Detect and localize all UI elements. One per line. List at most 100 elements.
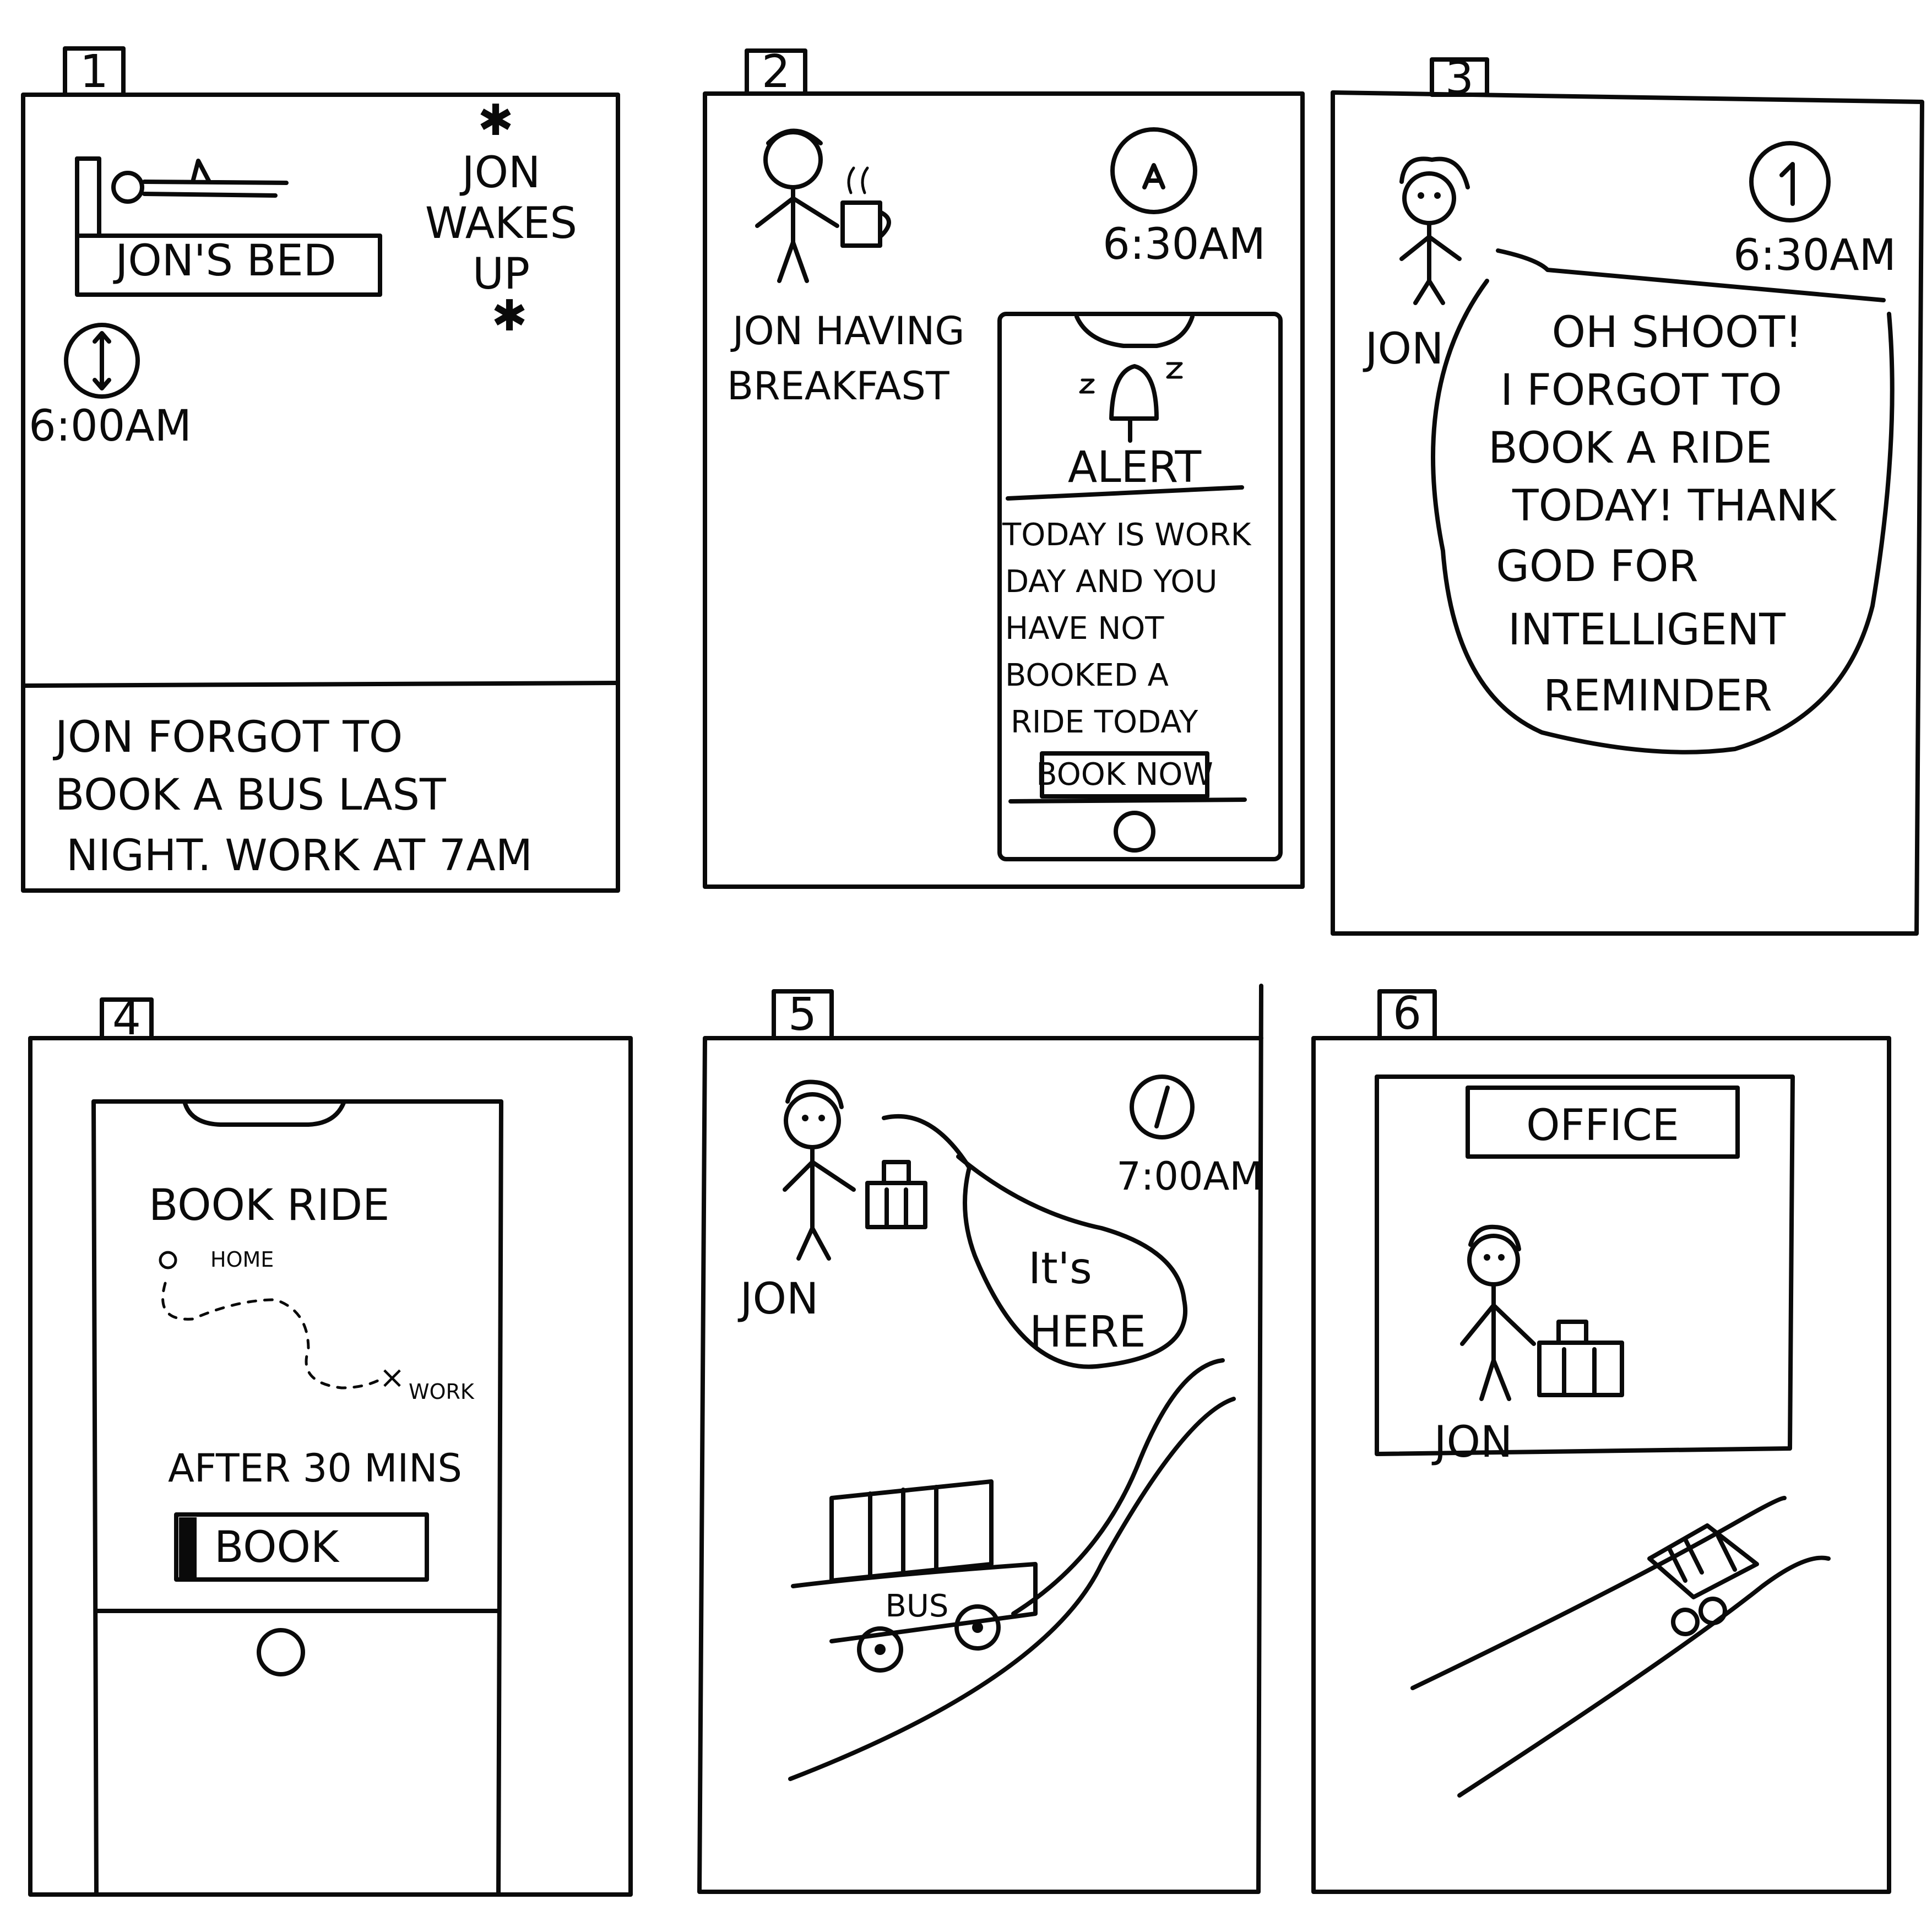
alert-title: ALERT [1068, 443, 1202, 492]
speech-bubble [882, 1114, 1188, 1369]
book-now-button[interactable]: BOOK NOW [1036, 751, 1213, 799]
bus-illustration [791, 1479, 1038, 1673]
origin-label: HOME [210, 1247, 274, 1272]
panel-1-time: 6:00AM [29, 401, 192, 451]
bed-illustration [75, 156, 382, 297]
office-sign [1466, 1086, 1740, 1159]
bell-icon [1079, 362, 1183, 443]
panel-4-number-tab [100, 997, 154, 1040]
origin-pin-icon [159, 1251, 177, 1269]
clock-icon [64, 323, 140, 399]
alert-divider [1006, 485, 1244, 501]
alert-message-line-1: TODAY IS WORK [1002, 517, 1252, 553]
panel-2-scene-line-2: BREAKFAST [727, 363, 949, 409]
speech-bubble [1431, 248, 1895, 755]
caption-line-1: JON FORGOT TO [52, 713, 403, 762]
panel-5-number: 5 [788, 989, 817, 1041]
panel-3-number-tab [1430, 57, 1489, 97]
book-button[interactable]: BOOK [174, 1512, 429, 1582]
bag-icon [865, 1160, 927, 1229]
bus-label: BUS [886, 1588, 949, 1624]
panel-2-number: 2 [762, 46, 790, 98]
phone-mockup [91, 1099, 503, 1897]
panel-1: 1 JON'S BED ✱ JON WAKES UP ✱ 6:00AM JON … [21, 46, 620, 893]
alert-message-line-2: DAY AND YOU [1005, 564, 1217, 600]
route-map: × [159, 1251, 405, 1396]
clock-icon [1110, 127, 1197, 214]
caption-line-2: BOOK A BUS LAST [55, 770, 446, 820]
panel-6-frame [1311, 1036, 1891, 1894]
book-button-fill [179, 1517, 197, 1578]
jon-figure [783, 1079, 856, 1261]
speech-line-2: I FORGOT TO [1500, 366, 1782, 415]
speech-line-2: HERE [1029, 1307, 1146, 1357]
panel-6-number-tab [1377, 989, 1437, 1040]
speech-line-1: OH SHOOT! [1552, 308, 1803, 357]
timing-label: AFTER 30 MINS [168, 1446, 462, 1491]
screen-title: BOOK RIDE [149, 1181, 389, 1230]
panel-3-frame [1331, 90, 1924, 936]
star-icon: ✱ [477, 96, 513, 145]
clock-icon [1130, 1074, 1195, 1139]
clock-icon [1749, 141, 1831, 222]
book-now-label: BOOK NOW [1036, 757, 1213, 793]
road [788, 1358, 1236, 1781]
panel-3: 3 JON 6:30AM OH SHOOT! I FORGOT TO BOOK … [1331, 52, 1924, 936]
alert-message-line-4: BOOKED A [1005, 658, 1169, 693]
speech-line-5: GOD FOR [1496, 542, 1698, 591]
star-icon: ✱ [491, 291, 527, 341]
panel-2: 2 JON HAVING BREAKFAST 6:30AM [703, 46, 1305, 889]
panel-5-number-tab [772, 989, 834, 1040]
panel-2-number-tab [745, 48, 807, 96]
speech-line-3: BOOK A RIDE [1488, 424, 1772, 473]
panel-6: 6 OFFICE JON [1311, 987, 1891, 1894]
office-room [1375, 1074, 1795, 1456]
panel-3-character: JON [1363, 324, 1444, 374]
panel-6-character: JON [1431, 1418, 1513, 1467]
panel-1-number: 1 [80, 46, 108, 98]
home-button[interactable] [257, 1628, 305, 1676]
bed-label: JON'S BED [112, 236, 336, 286]
destination-label: WORK [409, 1380, 475, 1404]
panel-1-frame [21, 93, 620, 893]
panel-4-frame [28, 1036, 633, 1897]
speech-line-4: TODAY! THANK [1512, 481, 1837, 531]
wakes-up-line-1: JON [459, 148, 541, 198]
destination-x-icon: × [379, 1360, 405, 1396]
bag-icon [1537, 1320, 1624, 1397]
coffee-mug-icon [840, 166, 891, 248]
panel-4-number: 4 [112, 993, 141, 1045]
panel-2-scene-line-1: JON HAVING [730, 308, 965, 354]
wakes-up-line-3: UP [473, 249, 530, 299]
jon-figure [1460, 1224, 1536, 1401]
panel-2-frame [703, 91, 1305, 889]
jon-figure [755, 128, 839, 283]
panel-5-frame [697, 984, 1263, 1894]
alert-message-line-5: RIDE TODAY [1011, 704, 1198, 740]
panel-3-number: 3 [1445, 52, 1474, 105]
caption-line-3: NIGHT. WORK AT 7AM [66, 831, 533, 881]
speech-line-6: INTELLIGENT [1508, 605, 1786, 655]
alert-message-line-3: HAVE NOT [1005, 611, 1164, 647]
panel-5-character: JON [737, 1274, 819, 1324]
speech-line-1: It's [1028, 1244, 1092, 1294]
panel-5: 5 JON 7:00AM It's HERE [697, 984, 1263, 1894]
panel-4: 4 BOOK RIDE × HOME WORK AFTER 30 MINS BO… [28, 993, 633, 1897]
book-button-label: BOOK [214, 1523, 340, 1572]
panel-1-number-tab [63, 46, 126, 97]
phone-mockup [997, 312, 1283, 861]
caption-divider [22, 681, 619, 688]
panel-6-number: 6 [1393, 987, 1421, 1040]
sleeping-jon-head [111, 171, 144, 204]
jon-figure [1399, 156, 1470, 305]
panel-2-time: 6:30AM [1103, 220, 1266, 269]
wakes-up-line-2: WAKES [425, 199, 577, 248]
speech-line-7: REMINDER [1543, 671, 1772, 721]
panel-3-time: 6:30AM [1733, 231, 1896, 280]
home-button[interactable] [1114, 811, 1155, 853]
panel-5-time: 7:00AM [1116, 1154, 1262, 1199]
bus-illustration [1647, 1523, 1759, 1636]
road [1410, 1496, 1831, 1798]
office-label: OFFICE [1526, 1101, 1679, 1150]
